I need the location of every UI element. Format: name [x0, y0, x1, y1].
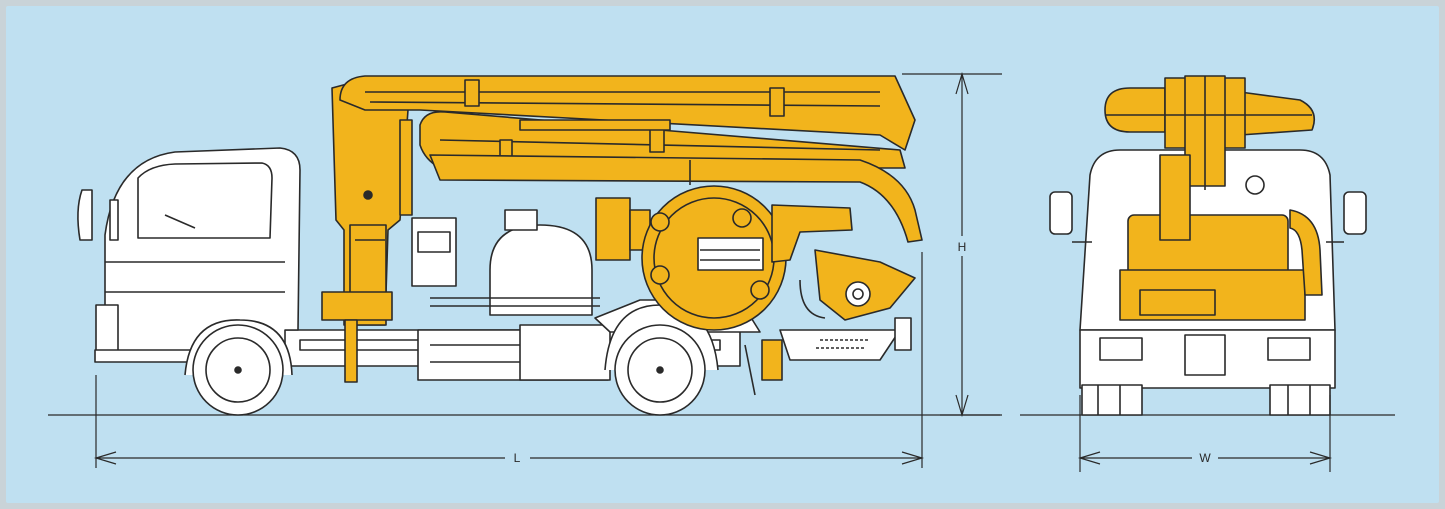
pump-unit: [595, 185, 916, 396]
side-view: [48, 75, 1000, 416]
rear-outrigger: [894, 317, 912, 351]
boom-assembly: [321, 75, 923, 383]
rear-view: [1020, 75, 1395, 416]
rear-boom-assembly: [1104, 75, 1323, 321]
tool-box: [411, 217, 457, 287]
rear-wheel: [604, 304, 719, 416]
dimension-drawing: L H W: [6, 6, 1439, 503]
length-label: L: [514, 451, 521, 465]
dimension-height: [902, 71, 1002, 418]
width-label: W: [1199, 451, 1211, 465]
front-wheel: [184, 319, 293, 416]
dimension-length: [93, 252, 925, 468]
dimension-width: [1077, 395, 1333, 472]
water-tank: [430, 209, 600, 316]
height-label: H: [958, 240, 967, 254]
